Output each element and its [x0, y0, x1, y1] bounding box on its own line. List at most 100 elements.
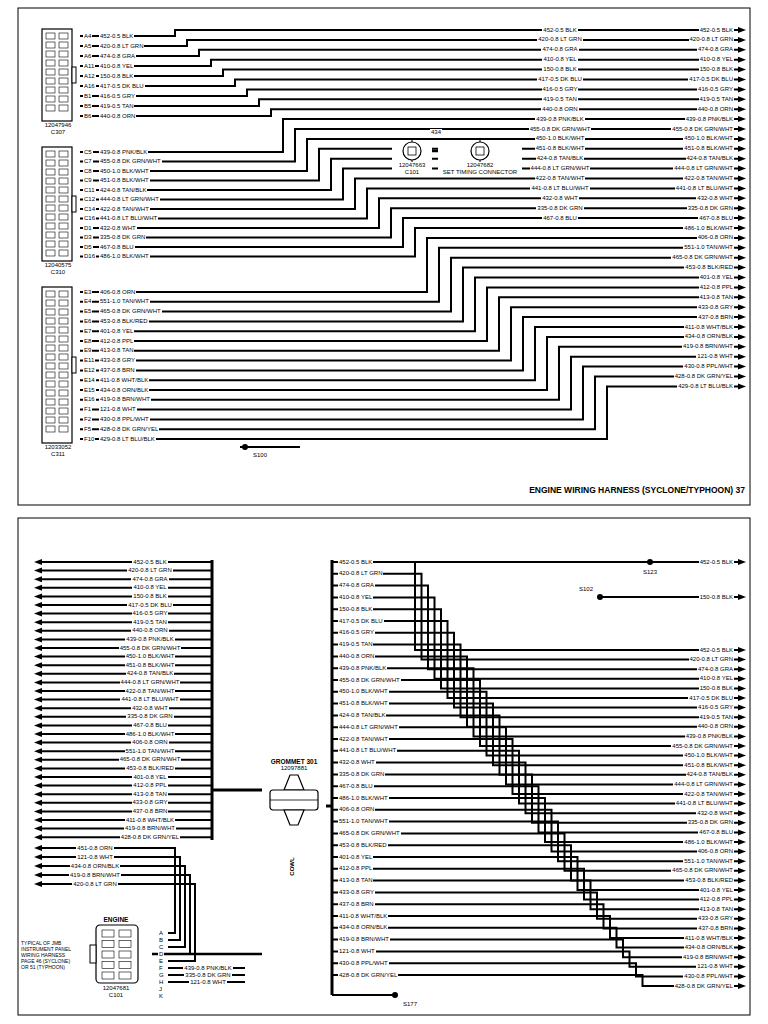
part-label: 12033052: [45, 444, 72, 451]
pin-cavity: [102, 930, 114, 937]
wire-label: 455-0.8 DK GRN/WHT: [529, 126, 592, 133]
wire-arrow: [738, 136, 746, 142]
wire-label: 467-0.8 BLU: [338, 783, 374, 790]
pin-label: A6: [83, 53, 92, 60]
wire-arrow: [738, 245, 746, 251]
wire-arrow: [34, 722, 42, 728]
pin-label: F10: [83, 436, 95, 443]
wire-label: 422-0.8 TAN/WHT: [683, 175, 734, 182]
wire-label: 486-1.0 BLK/WHT: [683, 839, 734, 846]
wire-arrow: [738, 925, 746, 931]
wire-arrow: [34, 863, 42, 869]
wire-label: 455-0.8 DK GRN/WHT: [119, 645, 182, 652]
note: TYPICAL OF JMB INSTRUMENT PANEL WIRING H…: [20, 940, 78, 970]
wire-label: 420-0.8 LT GRN: [127, 567, 172, 574]
wire-arrow: [34, 748, 42, 754]
wire-arrow: [34, 611, 42, 617]
connector-face: [38, 146, 78, 262]
wire: [42, 793, 212, 795]
wire-arrow: [34, 731, 42, 737]
wire-arrow: [738, 314, 746, 320]
wire-label: 450-1.0 BLK/WHT: [99, 168, 150, 175]
pin-cavity: [59, 250, 68, 256]
grommet-groove: [270, 800, 318, 801]
pin-label: B5: [83, 103, 92, 110]
wire: [80, 327, 738, 380]
wire-label: 406-0.8 ORN: [338, 806, 375, 813]
wire-label: 453-0.8 BLK/RED: [338, 842, 388, 849]
pin-cavity: [59, 426, 68, 432]
pin-cavity: [119, 962, 131, 969]
wire-label: 474-0.8 GRA: [541, 46, 578, 53]
wire-arrow: [738, 27, 746, 33]
wire-arrow: [738, 945, 746, 951]
wire-label: 465-0.8 DK GRN/WHT: [671, 254, 734, 261]
wire-label: 410-0.8 YEL: [132, 584, 167, 591]
wire-arrow: [738, 753, 746, 759]
pin-label: E16: [83, 396, 96, 403]
wire-label: 439-0.8 PNK/BLK: [338, 665, 387, 672]
wire: [42, 587, 212, 589]
wire-label: 453-0.8 BLK/RED: [684, 264, 734, 271]
wire-label: 439-0.8 PNK/BLK: [125, 636, 174, 643]
wire: [332, 668, 738, 736]
wire-arrow: [738, 676, 746, 682]
pin-cavity: [46, 105, 55, 111]
pin-cavity: [46, 336, 55, 342]
pin-cavity: [59, 381, 68, 387]
wire: [211, 560, 214, 840]
wire-arrow: [738, 897, 746, 903]
wire-label: 335-0.8 DK GRN: [99, 234, 146, 241]
wire: [80, 287, 738, 341]
wire-label: 455-0.8 DK GRN/WHT: [338, 677, 401, 684]
grommet-flange: [270, 790, 318, 810]
wire-label: 428-0.8 DK GRN/YEL: [674, 373, 734, 380]
wire-label: 437-0.8 BRN: [697, 925, 734, 932]
wire: [80, 208, 738, 237]
splice-dot: [647, 559, 653, 565]
wire-arrow: [34, 654, 42, 660]
connector-body: [403, 142, 421, 160]
wire: [80, 159, 738, 190]
wire-arrow: [34, 636, 42, 642]
wire-label: 412-0.8 PPL: [132, 782, 167, 789]
wire-arrow: [738, 86, 746, 92]
wire-arrow: [738, 887, 746, 893]
wire: [332, 798, 738, 842]
wire-arrow: [738, 47, 746, 53]
splice-dot: [392, 992, 398, 998]
wire-label: 440-0.8 ORN: [697, 106, 734, 113]
wire-label: 412-0.8 PPL: [699, 284, 734, 291]
wire: [332, 574, 738, 660]
pin-cavity: [59, 300, 68, 306]
connector-latch: [72, 357, 76, 373]
wire-label: 428-0.8 DK GRN/YEL: [338, 972, 398, 979]
wire: [80, 238, 738, 292]
wire-arrow: [34, 834, 42, 840]
wire-arrow: [34, 757, 42, 763]
splice-label: S177: [402, 1001, 418, 1008]
wire: [80, 367, 738, 420]
wire: [332, 951, 738, 966]
connector-latch: [72, 196, 76, 212]
pin-cavity: [102, 941, 114, 948]
wire-arrow: [738, 37, 746, 43]
wire-label: 486-1.0 BLK/WHT: [99, 253, 150, 260]
wire-arrow: [738, 374, 746, 380]
pin-label: D16: [83, 253, 96, 260]
pin-cavity: [46, 345, 55, 351]
wire-label: 474-0.8 GRA: [338, 582, 375, 589]
wire: [332, 763, 738, 814]
round-connector: [468, 140, 492, 162]
wire-label: 121-0.8 WHT: [99, 406, 137, 413]
pin-cavity: [46, 223, 55, 229]
wire-label: 417-0.5 DK BLU: [127, 602, 173, 609]
wire-label: 424-0.8 TAN/BLK: [126, 670, 174, 677]
wire-label: 452-0.5 BLK: [132, 559, 167, 566]
wire-label: 335-0.8 DK GRN: [687, 205, 734, 212]
wire-label: 551-1.0 TAN/WHT: [99, 298, 150, 305]
wire-label: 450-1.0 BLK/WHT: [125, 653, 176, 660]
wire-label: 450-1.0 BLK/WHT: [535, 135, 586, 142]
wire-arrow: [34, 872, 42, 878]
wire-label: 424-0.8 TAN/BLK: [536, 155, 584, 162]
